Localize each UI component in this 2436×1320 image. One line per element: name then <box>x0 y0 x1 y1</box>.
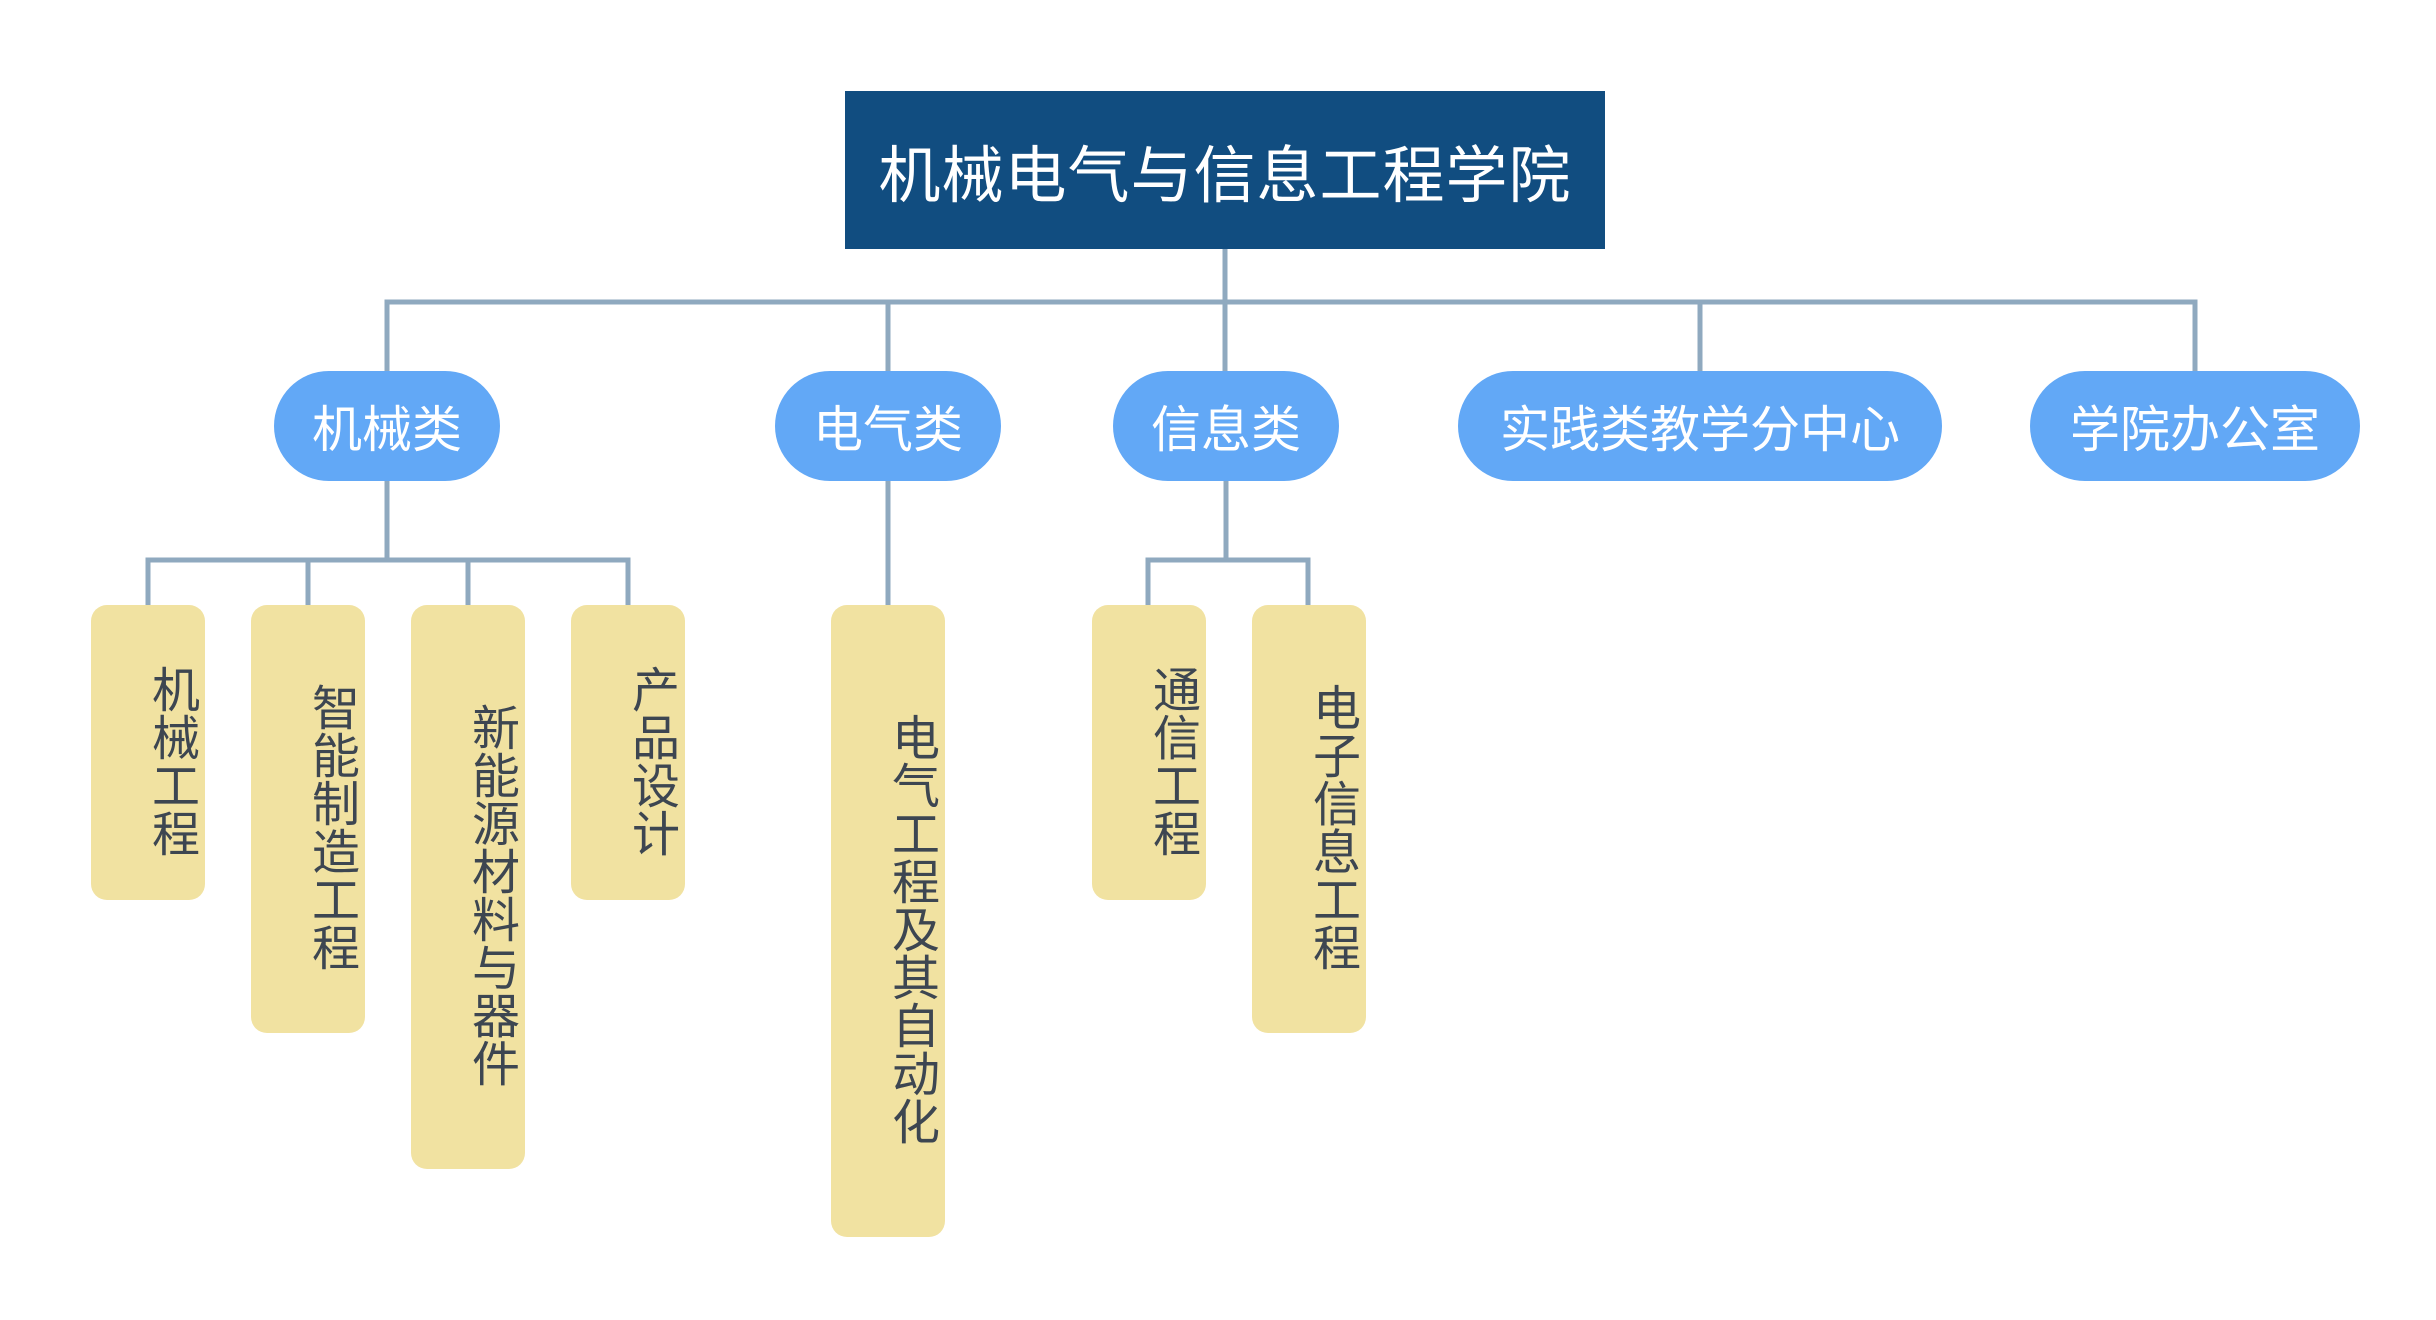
category-label: 学院办公室 <box>2070 401 2320 459</box>
leaf-communication-engineering: 通信工程 <box>1092 605 1206 900</box>
category-electrical: 电气类 <box>775 371 1001 481</box>
leaf-label: 电气工程及其自动化 <box>883 713 939 1145</box>
category-label: 电气类 <box>813 401 963 459</box>
leaf-electronic-information: 电子信息工程 <box>1252 605 1366 1033</box>
leaf-label: 智能制造工程 <box>303 683 359 971</box>
leaf-label: 产品设计 <box>623 664 679 857</box>
leaf-mechanical-engineering: 机械工程 <box>91 605 205 900</box>
leaf-label: 新能源材料与器件 <box>463 703 519 1087</box>
root-node: 机械电气与信息工程学院 <box>845 91 1605 249</box>
root-label: 机械电气与信息工程学院 <box>878 139 1572 212</box>
category-label: 机械类 <box>312 401 462 459</box>
category-information: 信息类 <box>1113 371 1339 481</box>
category-practice-center: 实践类教学分中心 <box>1458 371 1942 481</box>
category-mechanical: 机械类 <box>274 371 500 481</box>
leaf-label: 机械工程 <box>143 664 199 857</box>
category-label: 信息类 <box>1151 401 1301 459</box>
leaf-product-design: 产品设计 <box>571 605 685 900</box>
leaf-label: 电子信息工程 <box>1304 683 1360 971</box>
category-college-office: 学院办公室 <box>2030 371 2360 481</box>
category-label: 实践类教学分中心 <box>1500 401 1900 459</box>
leaf-label: 通信工程 <box>1144 664 1200 857</box>
leaf-electrical-automation: 电气工程及其自动化 <box>831 605 945 1237</box>
leaf-new-energy-materials: 新能源材料与器件 <box>411 605 525 1169</box>
leaf-intelligent-manufacturing: 智能制造工程 <box>251 605 365 1033</box>
